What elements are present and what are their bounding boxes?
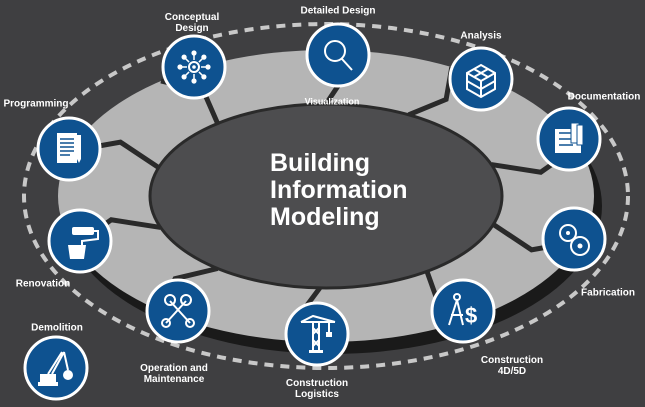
stage-node-operation-maintenance [145,278,211,344]
stage-label-programming: Programming [3,98,69,110]
stage-node-programming [36,116,102,182]
title-line-modeling: Modeling [270,203,380,231]
stage-node-circle [448,46,514,112]
title-line-building: Building [270,149,370,177]
blueprint-rolls-icon [555,122,584,153]
stage-node-detailed-design [305,22,371,88]
outer-dashed-ring [22,22,630,370]
wrench-tools-icon [161,294,195,328]
visualization-label: Visualization [304,96,360,107]
stage-label-documentation: Documentation [567,91,641,103]
document-pencil-icon [57,133,81,163]
tower-crane-icon [300,314,336,353]
stage-node-circle [305,22,371,88]
stage-label-renovation: Renovation [15,278,71,290]
stage-node-fabrication [541,206,607,272]
stage-label-fabrication: Fabrication [581,287,635,299]
stage-node-circle [430,278,496,344]
stage-node-circle [284,301,350,367]
stage-node-documentation [536,106,602,172]
stage-node-demolition [23,335,89,401]
stage-label-demolition: Demolition [31,322,83,334]
stage-node-renovation [47,208,113,274]
svg-text:$: $ [465,303,477,328]
wrecking-crane-icon [38,351,73,386]
network-hub-icon [177,50,211,84]
stage-node-conceptual-design [161,34,227,100]
stage-node-construction-4d5d: $ [430,278,496,344]
center-ellipse [148,102,504,290]
title-line-information: Information [270,176,408,204]
stage-label-detailed-design: Detailed Design [300,5,376,17]
paint-roller-icon [68,227,99,259]
stage-label-analysis: Analysis [460,30,502,42]
gears-icon [559,224,590,256]
compass-dollar-icon: $ [448,293,477,328]
stage-node-circle [47,208,113,274]
stage-node-analysis [448,46,514,112]
stage-node-construction-logistics [284,301,350,367]
magnifier-icon [324,40,353,71]
wireframe-cubes-icon [466,63,496,99]
